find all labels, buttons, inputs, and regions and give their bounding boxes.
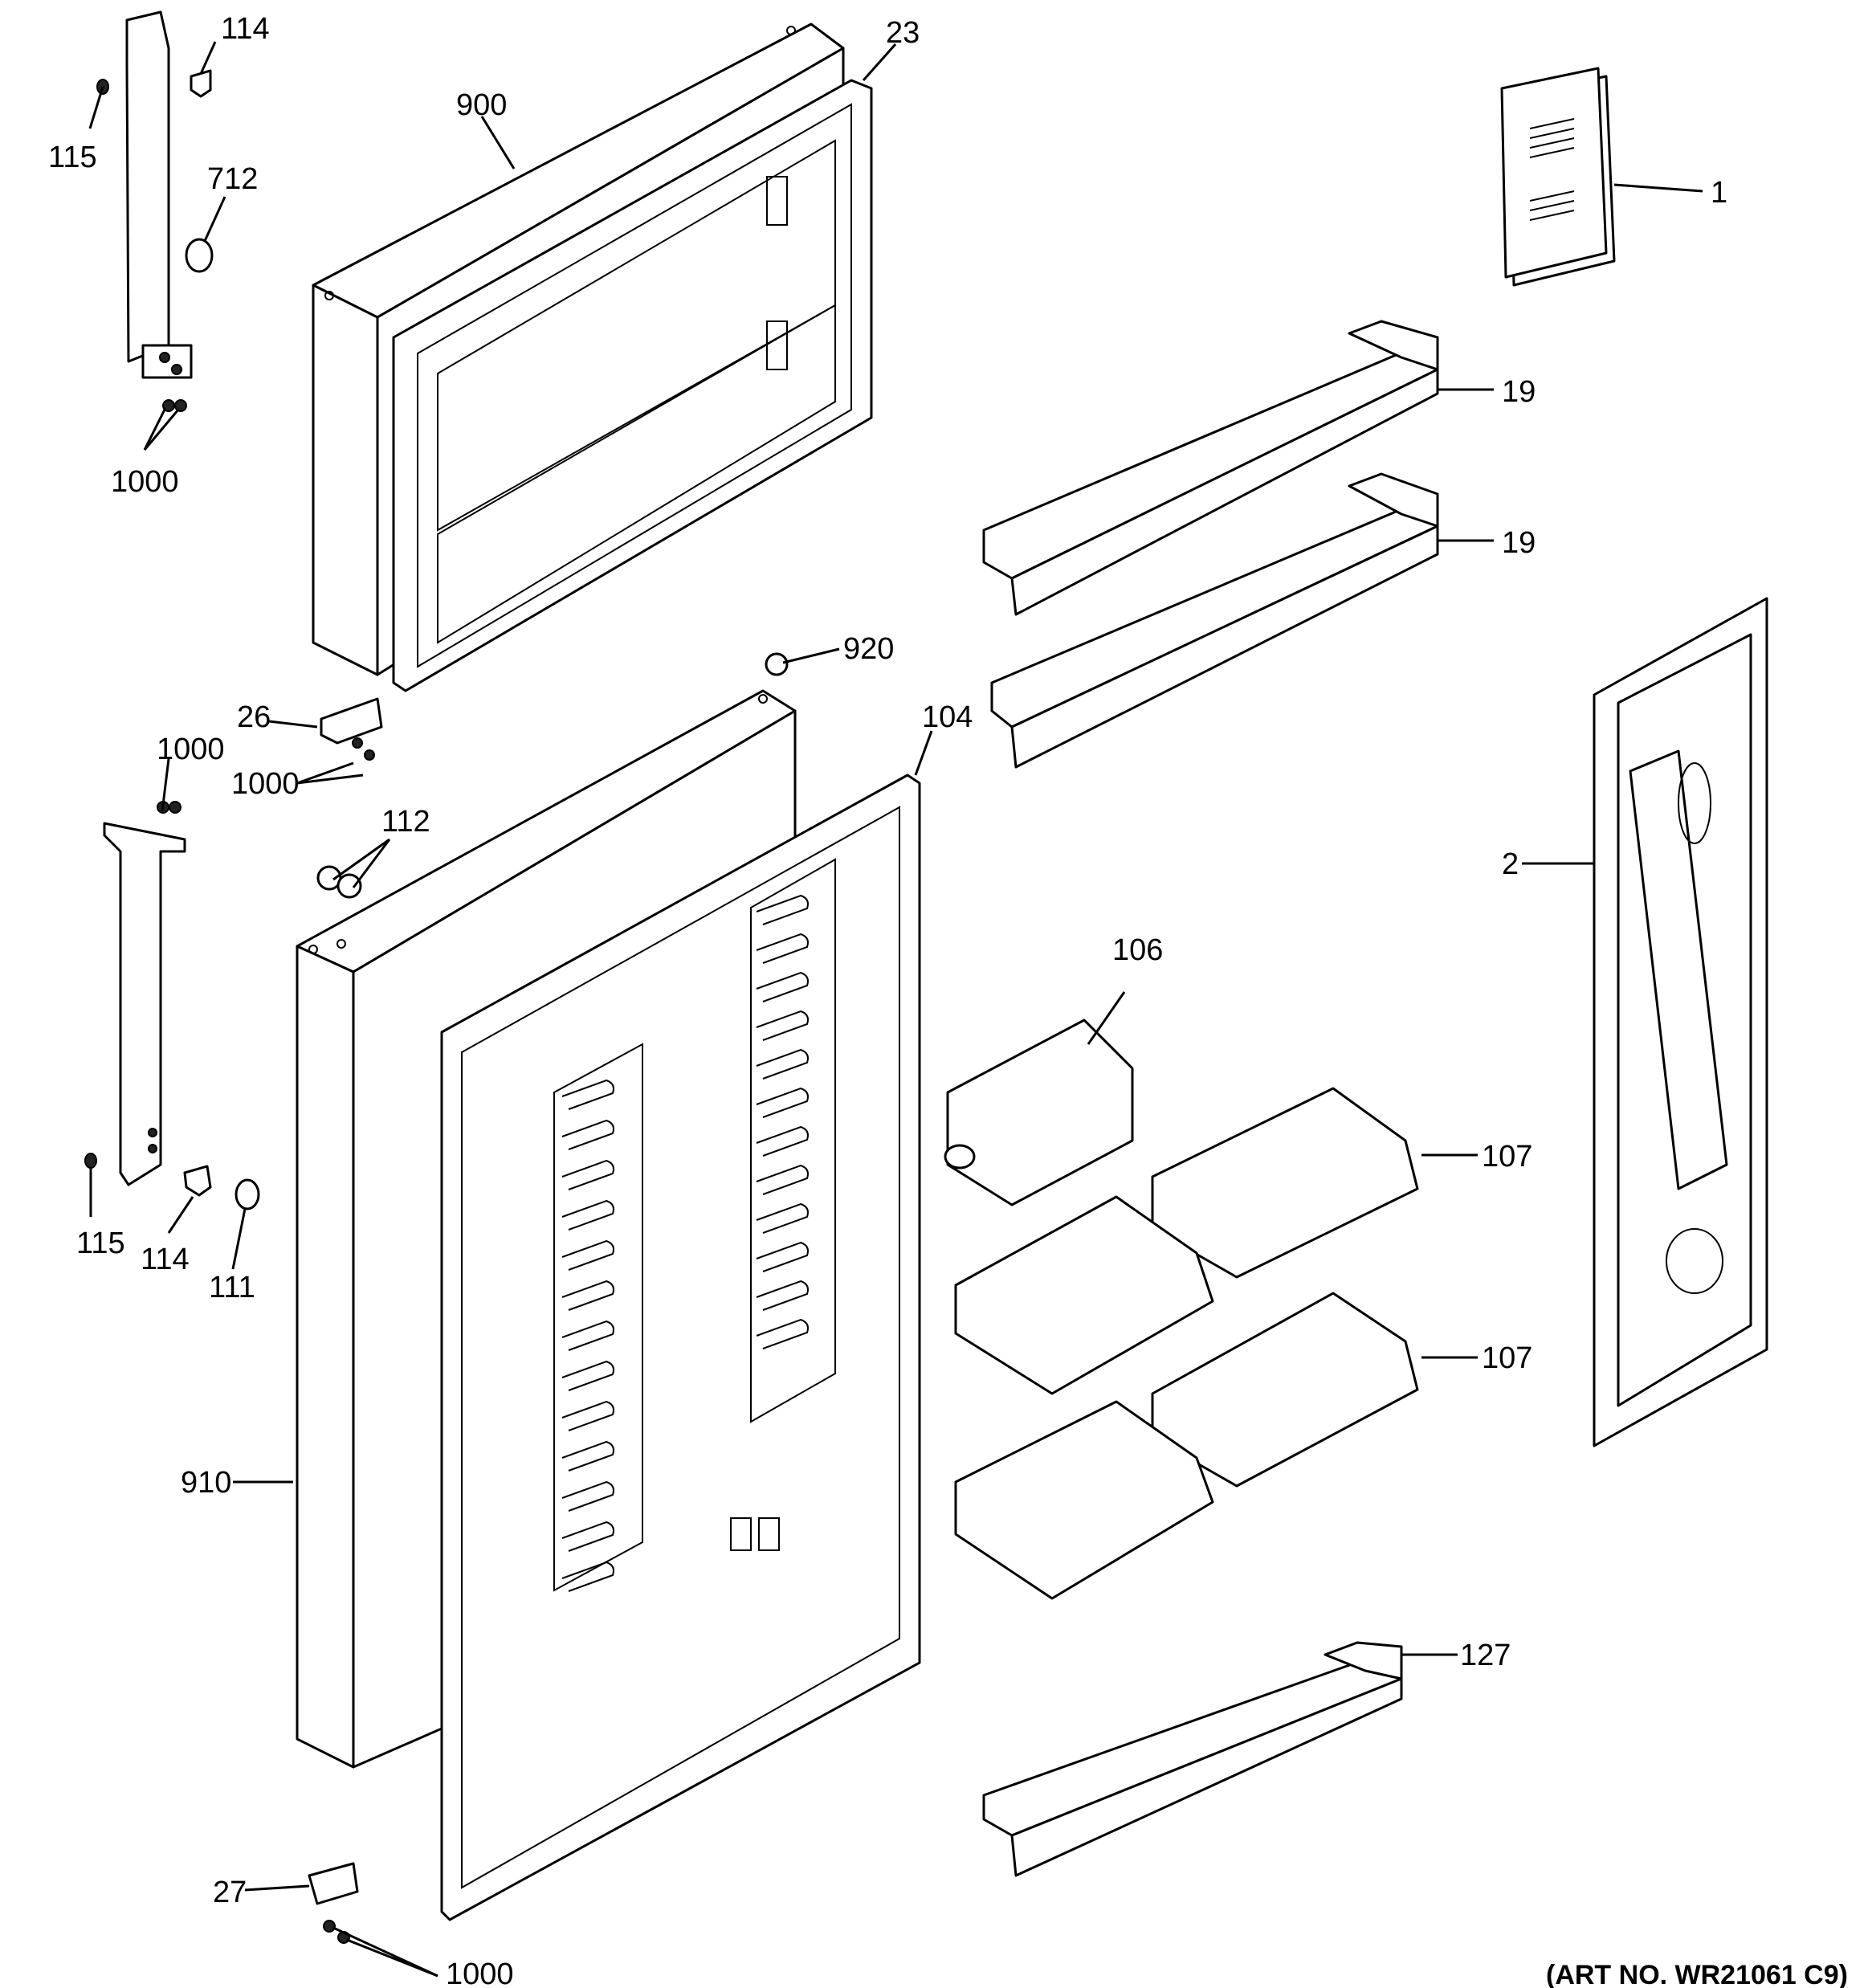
shelf-ridge — [561, 1320, 614, 1351]
bottom-door-shelf — [982, 1641, 1403, 1877]
freezer-door — [312, 22, 873, 692]
callout-910: 910 — [181, 1466, 231, 1500]
shelf-ridge — [561, 1079, 614, 1110]
fresh-food-door — [296, 689, 921, 1921]
shelf-ridge — [561, 1440, 614, 1472]
handle-top — [125, 10, 193, 379]
shelf-ridge — [561, 1280, 614, 1311]
shelf-ridge — [561, 1239, 614, 1271]
shelf-ridge — [756, 1241, 809, 1272]
callout-712: 712 — [207, 162, 258, 196]
art-number: (ART NO. WR21061 C9) — [1546, 1960, 1848, 1988]
callout-920: 920 — [843, 632, 894, 666]
callout-112: 112 — [381, 805, 430, 839]
freezer-door-shelf-upper — [982, 320, 1439, 616]
callout-1000-mid-a: 1000 — [157, 733, 225, 766]
callout-19-b: 19 — [1502, 526, 1536, 560]
handle-bottom — [103, 822, 186, 1186]
callout-111: 111 — [209, 1271, 255, 1304]
small-hardware — [84, 69, 789, 1944]
egg-tray — [944, 1018, 1134, 1206]
shelf-ridge — [561, 1480, 614, 1512]
callout-106: 106 — [1112, 933, 1163, 967]
callout-1: 1 — [1711, 176, 1727, 210]
shelf-ridge — [561, 1521, 614, 1552]
callout-104: 104 — [922, 700, 973, 734]
callout-900: 900 — [456, 88, 507, 122]
door-bin-upper-left — [954, 1195, 1214, 1395]
callout-23: 23 — [886, 16, 920, 50]
shelf-ridge — [756, 1318, 809, 1349]
shelf-ridge — [561, 1400, 614, 1431]
door-bin-lower-left — [954, 1400, 1214, 1600]
callout-107-b: 107 — [1482, 1341, 1532, 1375]
callout-19-a: 19 — [1502, 375, 1536, 409]
shelf-ridge — [756, 1202, 809, 1234]
callout-2: 2 — [1502, 847, 1519, 881]
freezer-door-shelf-lower — [990, 472, 1439, 769]
callout-labels: 114 115 712 1000 900 23 1 19 19 920 26 1… — [48, 12, 1848, 1988]
shelf-ridge — [561, 1119, 614, 1150]
callout-27: 27 — [213, 1876, 247, 1909]
shelf-ridge — [561, 1360, 614, 1391]
door-panel — [1593, 597, 1768, 1447]
shelf-ridge — [756, 1087, 809, 1118]
callout-115-top: 115 — [48, 141, 97, 174]
callout-1000-top: 1000 — [111, 465, 179, 499]
shelf-ridge — [561, 1199, 614, 1231]
shelf-ridge — [756, 933, 809, 964]
callout-107-a: 107 — [1482, 1140, 1532, 1174]
shelf-ridge — [756, 971, 809, 1002]
callout-1000-mid-b: 1000 — [231, 767, 300, 801]
callout-26: 26 — [237, 700, 271, 734]
shelf-ridge — [756, 1164, 809, 1195]
shelf-ridge — [756, 1048, 809, 1080]
shelf-ridge — [561, 1561, 614, 1592]
callout-115-bottom: 115 — [76, 1227, 125, 1260]
shelf-ridge — [756, 1280, 809, 1311]
door-shelf-ridges — [561, 894, 809, 1592]
shelf-ridge — [756, 894, 809, 925]
callout-127: 127 — [1460, 1639, 1511, 1672]
callout-1000-bottom: 1000 — [446, 1957, 514, 1988]
shelf-ridge — [756, 1010, 809, 1041]
leader-lines — [88, 41, 1703, 1978]
owners-manual — [1500, 67, 1616, 287]
shelf-ridge — [756, 1125, 809, 1157]
callout-114-top: 114 — [221, 12, 270, 46]
shelf-ridge — [561, 1159, 614, 1190]
callout-114-bottom: 114 — [141, 1243, 190, 1276]
